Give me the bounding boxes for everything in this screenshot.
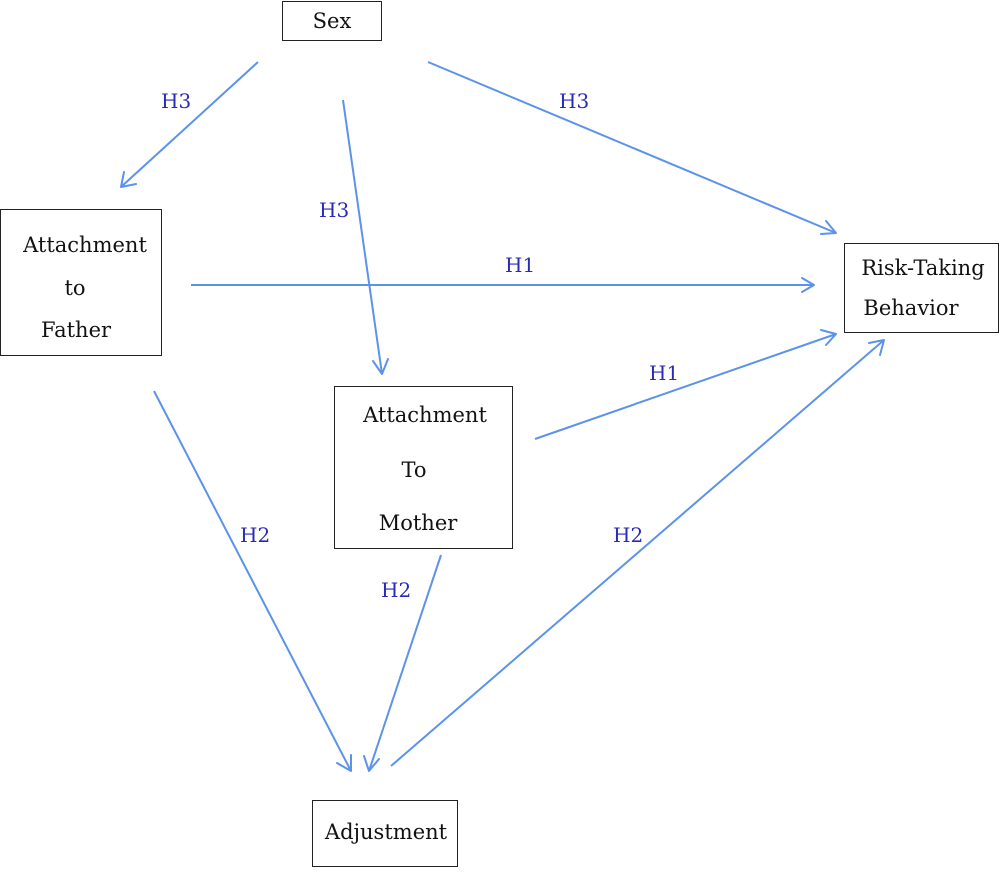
node-sex: Sex <box>282 1 382 41</box>
node-mother-line-3: Mother <box>378 511 458 535</box>
node-mother-line-1: Attachment <box>363 403 487 427</box>
edge-sex-father <box>120 61 259 188</box>
arrowhead-adjustment-risk <box>868 339 885 356</box>
edge-label-mother-adjustment: H2 <box>381 578 412 602</box>
node-father-line-2: to <box>64 276 86 300</box>
node-attachment-father: Attachment to Father <box>0 209 162 356</box>
edge-sex-mother <box>342 99 383 375</box>
edge-adjustment-risk <box>390 339 885 767</box>
arrowhead-sex-father <box>120 171 137 188</box>
node-adjustment: Adjustment <box>312 800 458 867</box>
edge-label-sex-risk: H3 <box>559 89 590 113</box>
node-sex-label: Sex <box>312 9 352 33</box>
edge-label-sex-father: H3 <box>161 89 192 113</box>
node-mother-line-2: To <box>401 458 427 482</box>
arrowhead-sex-risk <box>820 220 837 235</box>
edge-mother-risk <box>534 333 837 440</box>
arrowhead-father-risk <box>801 277 815 293</box>
arrowhead-sex-mother <box>372 358 389 375</box>
edge-label-father-adjustment: H2 <box>240 523 271 547</box>
node-attachment-mother: Attachment To Mother <box>334 386 513 549</box>
node-adjustment-label: Adjustment <box>324 820 448 844</box>
arrowhead-mother-risk <box>820 329 837 346</box>
edge-label-mother-risk: H1 <box>649 361 680 385</box>
arrowhead-mother-adjustment <box>363 755 380 772</box>
node-father-line-1: Attachment <box>23 233 147 257</box>
node-father-line-3: Father <box>40 318 112 342</box>
node-risk-line-2: Behavior <box>863 296 959 320</box>
arrowhead-father-adjustment <box>336 754 352 772</box>
edge-label-sex-mother: H3 <box>319 198 350 222</box>
edge-father-adjustment <box>153 390 352 772</box>
edge-label-father-risk: H1 <box>505 253 536 277</box>
edge-sex-risk <box>427 61 837 234</box>
edge-mother-adjustment <box>368 554 442 772</box>
edge-label-adjustment-risk: H2 <box>613 523 644 547</box>
node-risk-taking-behavior: Risk-Taking Behavior <box>844 243 999 333</box>
node-risk-line-1: Risk-Taking <box>861 256 985 280</box>
